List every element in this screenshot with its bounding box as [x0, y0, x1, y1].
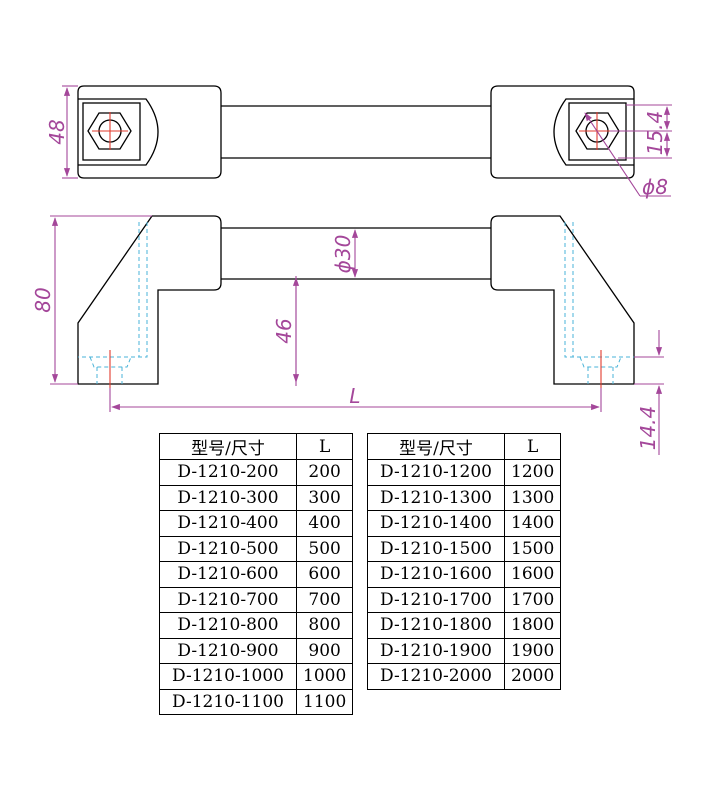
table-header-row: 型号/尺寸 L — [367, 433, 562, 460]
model-cell: D-1210-1400 — [367, 510, 505, 537]
model-cell: D-1210-1800 — [367, 612, 505, 639]
top-left-pocket — [78, 98, 159, 166]
model-cell: D-1210-400 — [159, 510, 297, 537]
length-cell: 1500 — [503, 535, 562, 562]
header-length: L — [295, 433, 354, 460]
model-cell: D-1210-300 — [159, 484, 297, 511]
front-view — [77, 215, 635, 388]
dim-46-label: 46 — [272, 318, 296, 343]
dim-phi8-label: ϕ8 — [642, 175, 668, 199]
dim-15-4-label: 15.4 — [643, 111, 667, 156]
length-cell: 700 — [295, 586, 354, 613]
front-view-dimensions: 80 46 ϕ30 L 14.4 — [31, 215, 664, 455]
model-cell: D-1210-1500 — [367, 535, 505, 562]
header-model: 型号/尺寸 — [367, 433, 505, 460]
model-cell: D-1210-200 — [159, 459, 297, 486]
length-cell: 900 — [295, 637, 354, 664]
dim-48-label: 48 — [45, 119, 69, 144]
length-cell: 2000 — [503, 663, 562, 690]
top-left-block — [77, 85, 222, 179]
model-cell: D-1210-1300 — [367, 484, 505, 511]
model-cell: D-1210-600 — [159, 561, 297, 588]
model-cell: D-1210-800 — [159, 612, 297, 639]
top-left-square — [82, 102, 141, 161]
top-view — [77, 85, 635, 179]
length-cell: 400 — [295, 510, 354, 537]
table-header-row: 型号/尺寸 L — [159, 433, 354, 460]
length-cell: 1400 — [503, 510, 562, 537]
model-cell: D-1210-1100 — [159, 688, 297, 715]
model-cell: D-1210-500 — [159, 535, 297, 562]
length-cell: 200 — [295, 459, 354, 486]
dim-14-4-label: 14.4 — [636, 406, 660, 451]
length-cell: 300 — [295, 484, 354, 511]
front-left-leg — [77, 215, 222, 385]
length-cell: 1700 — [503, 586, 562, 613]
dim-phi30-label: ϕ30 — [331, 235, 355, 274]
top-left-hex-nut — [87, 112, 132, 150]
model-cell: D-1210-1200 — [367, 459, 505, 486]
length-cell: 1900 — [503, 637, 562, 664]
model-cell: D-1210-700 — [159, 586, 297, 613]
length-cell: 500 — [295, 535, 354, 562]
model-cell: D-1210-2000 — [367, 663, 505, 690]
length-cell: 1200 — [503, 459, 562, 486]
length-cell: 1100 — [295, 688, 354, 715]
model-cell: D-1210-1600 — [367, 561, 505, 588]
dim-80-label: 80 — [31, 287, 55, 312]
header-length: L — [503, 433, 562, 460]
model-cell: D-1210-1900 — [367, 637, 505, 664]
length-cell: 600 — [295, 561, 354, 588]
header-model: 型号/尺寸 — [159, 433, 297, 460]
length-cell: 1000 — [295, 663, 354, 690]
model-cell: D-1210-900 — [159, 637, 297, 664]
length-cell: 1800 — [503, 612, 562, 639]
model-cell: D-1210-1700 — [367, 586, 505, 613]
top-right-pocket — [553, 98, 634, 166]
length-cell: 800 — [295, 612, 354, 639]
model-cell: D-1210-1000 — [159, 663, 297, 690]
dim-L-label: L — [349, 384, 360, 408]
length-cell: 1600 — [503, 561, 562, 588]
length-cell: 1300 — [503, 484, 562, 511]
front-right-leg — [490, 215, 635, 385]
top-view-dimensions: 48 15.4 ϕ8 — [45, 85, 672, 199]
top-right-block — [490, 85, 635, 179]
